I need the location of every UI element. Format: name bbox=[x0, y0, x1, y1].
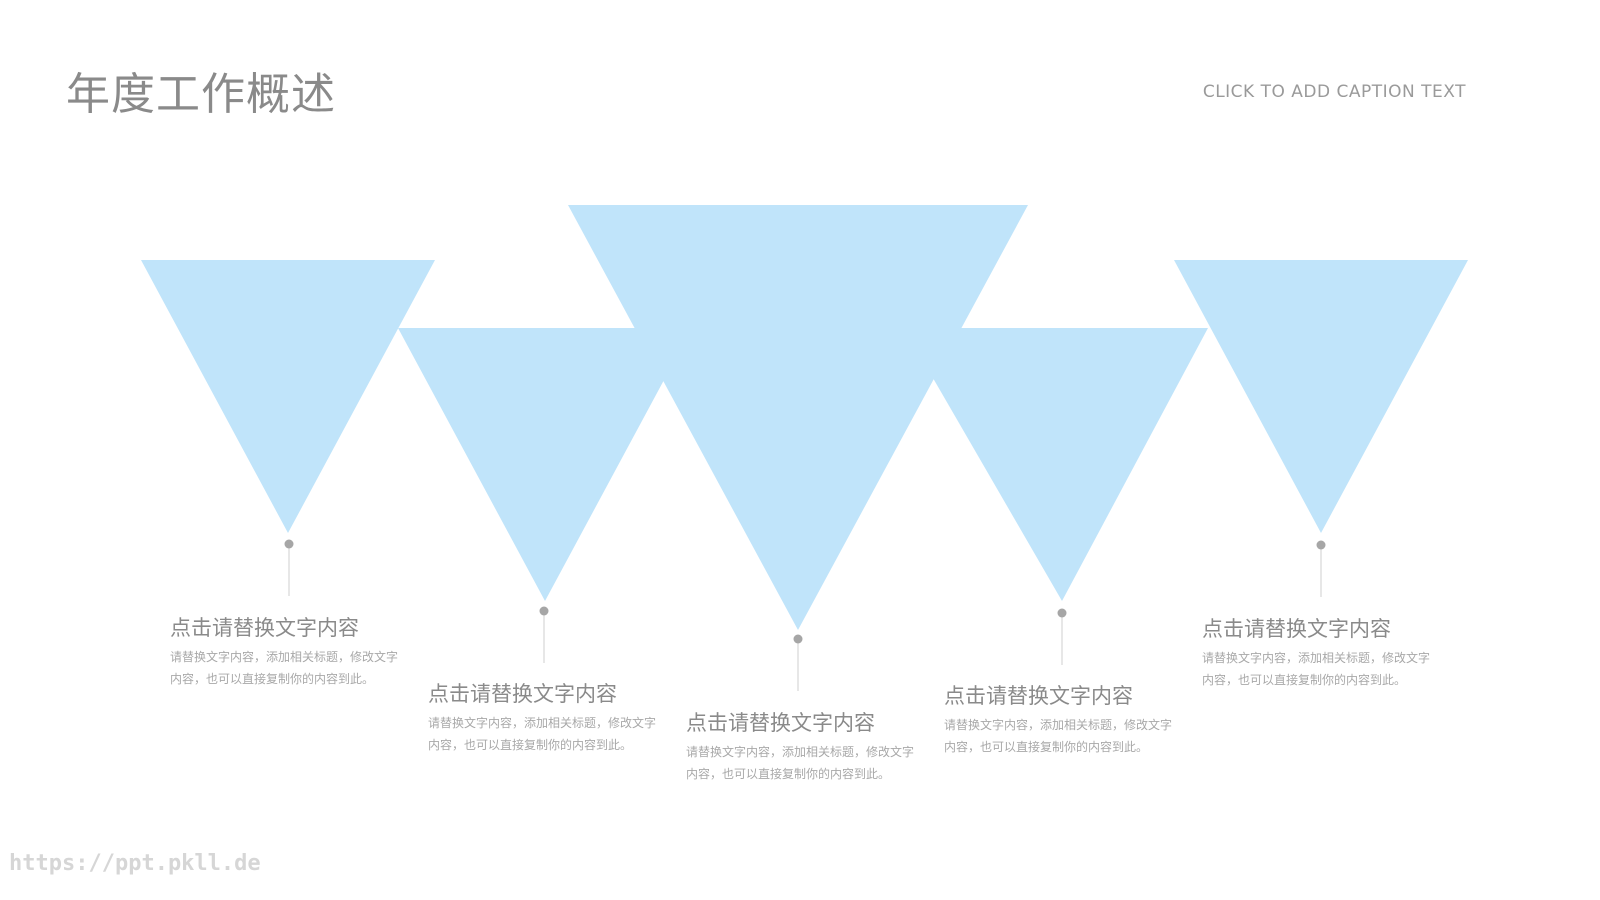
marker-dot-1 bbox=[284, 539, 294, 549]
marker-dot-4 bbox=[1057, 608, 1067, 618]
text-block-4[interactable]: 点击请替换文字内容 请替换文字内容，添加相关标题，修改文字内容，也可以直接复制你… bbox=[944, 682, 1184, 758]
item-title[interactable]: 点击请替换文字内容 bbox=[944, 684, 1133, 708]
item-description[interactable]: 请替换文字内容，添加相关标题，修改文字内容，也可以直接复制你的内容到此。 bbox=[170, 650, 399, 686]
item-title[interactable]: 点击请替换文字内容 bbox=[428, 682, 617, 706]
marker-dot-2 bbox=[539, 606, 549, 616]
caption-text[interactable]: CLICK TO ADD CAPTION TEXT bbox=[1202, 82, 1466, 102]
triangle-3[interactable] bbox=[568, 205, 1028, 630]
item-description[interactable]: 请替换文字内容，添加相关标题，修改文字内容，也可以直接复制你的内容到此。 bbox=[428, 716, 657, 752]
item-title[interactable]: 点击请替换文字内容 bbox=[686, 711, 875, 735]
item-description[interactable]: 请替换文字内容，添加相关标题，修改文字内容，也可以直接复制你的内容到此。 bbox=[1202, 651, 1431, 687]
text-block-3[interactable]: 点击请替换文字内容 请替换文字内容，添加相关标题，修改文字内容，也可以直接复制你… bbox=[686, 709, 926, 785]
text-block-1[interactable]: 点击请替换文字内容 请替换文字内容，添加相关标题，修改文字内容，也可以直接复制你… bbox=[170, 614, 410, 690]
item-title[interactable]: 点击请替换文字内容 bbox=[1202, 617, 1391, 641]
marker-dot-5 bbox=[1316, 540, 1326, 550]
triangle-5[interactable] bbox=[1174, 260, 1468, 533]
text-block-2[interactable]: 点击请替换文字内容 请替换文字内容，添加相关标题，修改文字内容，也可以直接复制你… bbox=[428, 680, 668, 756]
watermark-text: https://ppt.pkll.de bbox=[9, 851, 261, 876]
marker-dot-3 bbox=[793, 634, 803, 644]
triangle-1[interactable] bbox=[141, 260, 435, 533]
item-description[interactable]: 请替换文字内容，添加相关标题，修改文字内容，也可以直接复制你的内容到此。 bbox=[944, 718, 1173, 754]
triangle-2[interactable] bbox=[398, 328, 692, 601]
item-description[interactable]: 请替换文字内容，添加相关标题，修改文字内容，也可以直接复制你的内容到此。 bbox=[686, 745, 915, 781]
text-block-5[interactable]: 点击请替换文字内容 请替换文字内容，添加相关标题，修改文字内容，也可以直接复制你… bbox=[1202, 615, 1442, 691]
slide-title[interactable]: 年度工作概述 bbox=[66, 69, 336, 120]
triangle-4[interactable] bbox=[904, 328, 1208, 601]
item-title[interactable]: 点击请替换文字内容 bbox=[170, 616, 359, 640]
